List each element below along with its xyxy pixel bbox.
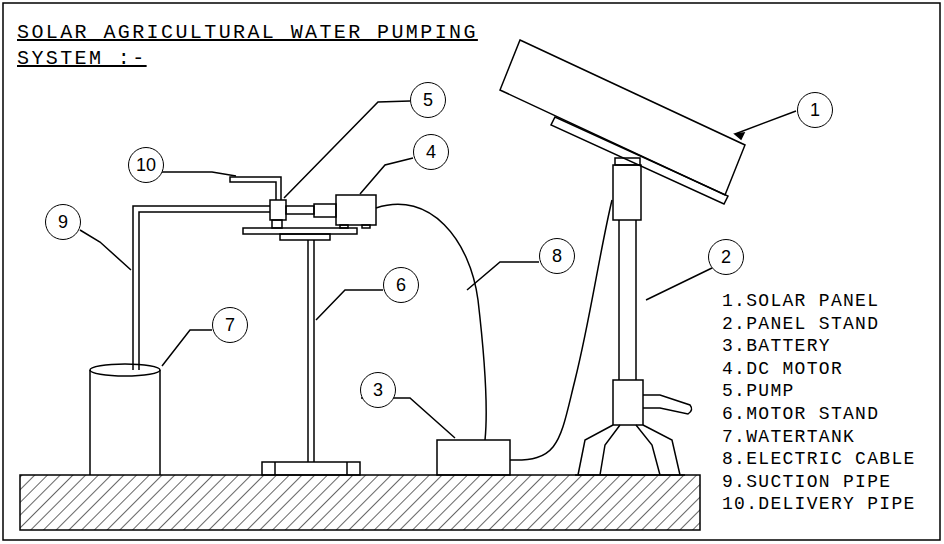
ground-hatch <box>20 475 700 530</box>
parts-list-item: 10.DELIVERY PIPE <box>722 493 916 515</box>
callout-number: 6 <box>396 275 406 296</box>
callout-circle: 9 <box>45 204 81 240</box>
callout-circle: 3 <box>360 372 396 408</box>
motor-foot <box>340 225 348 228</box>
parts-list-item: 3.BATTERY <box>722 335 831 357</box>
parts-list-item: 7.WATERTANK <box>722 426 855 448</box>
parts-list-item: 6.MOTOR STAND <box>722 403 879 425</box>
title: SOLAR AGRICULTURAL WATER PUMPING SYSTEM … <box>17 20 502 72</box>
parts-list-item: 9.SUCTION PIPE <box>722 471 891 493</box>
callout-circle: 5 <box>410 82 446 118</box>
callout-number: 7 <box>225 315 235 336</box>
callout-circle: 2 <box>708 239 744 275</box>
battery <box>437 440 510 475</box>
callout-circle: 8 <box>539 238 575 274</box>
parts-list-item: 8.ELECTRIC CABLE <box>722 448 916 470</box>
callout-number: 5 <box>423 90 433 111</box>
parts-list-item: 5.PUMP <box>722 380 795 402</box>
water-tank <box>159 370 161 475</box>
water-tank <box>89 370 91 475</box>
water-tank-top <box>90 364 160 376</box>
base-detail <box>346 462 348 475</box>
base-detail <box>274 462 276 475</box>
callout-number: 1 <box>810 100 820 121</box>
parts-list-item: 2.PANEL STAND <box>722 313 879 335</box>
electric-cable <box>376 204 486 440</box>
callout-number: 10 <box>136 155 156 176</box>
pivot <box>615 158 640 165</box>
callout-circle: 10 <box>128 147 164 183</box>
stand-sleeve <box>613 165 641 220</box>
callout-number: 9 <box>58 212 68 233</box>
callout-circle: 6 <box>383 267 419 303</box>
callout-number: 2 <box>721 247 731 268</box>
frame-border <box>3 3 940 540</box>
panel-frame <box>551 117 728 204</box>
callout-circle: 4 <box>413 134 449 170</box>
motor-foot <box>362 225 370 228</box>
dc-motor <box>336 195 376 225</box>
callout-number: 3 <box>373 380 383 401</box>
parts-list-item: 4.DC MOTOR <box>722 358 843 380</box>
solar-panel <box>500 40 745 195</box>
stand-handle <box>643 395 692 414</box>
motor-stand-rod <box>307 240 309 462</box>
delivery-pipe <box>230 177 281 200</box>
coupling <box>314 204 336 217</box>
shaft <box>286 206 314 214</box>
pump-foot <box>272 220 282 228</box>
stand-pole <box>618 220 620 380</box>
tripod-base <box>575 474 685 476</box>
motor-stand-rod <box>313 240 315 462</box>
leader-lines <box>80 101 796 438</box>
motor-plate <box>280 234 330 240</box>
stand-sleeve <box>613 380 643 425</box>
callout-number: 8 <box>552 246 562 267</box>
stand-pole <box>635 220 637 380</box>
pump <box>270 200 286 220</box>
callout-circle: 7 <box>212 307 248 343</box>
suction-pipe <box>133 206 270 370</box>
callout-circle: 1 <box>797 92 833 128</box>
callout-number: 4 <box>426 142 436 163</box>
motor-plate <box>243 228 357 234</box>
electric-cable <box>510 200 612 460</box>
parts-list-item: 1.SOLAR PANEL <box>722 290 879 312</box>
motor-stand-base <box>262 462 360 475</box>
tripod-legs <box>578 425 680 475</box>
